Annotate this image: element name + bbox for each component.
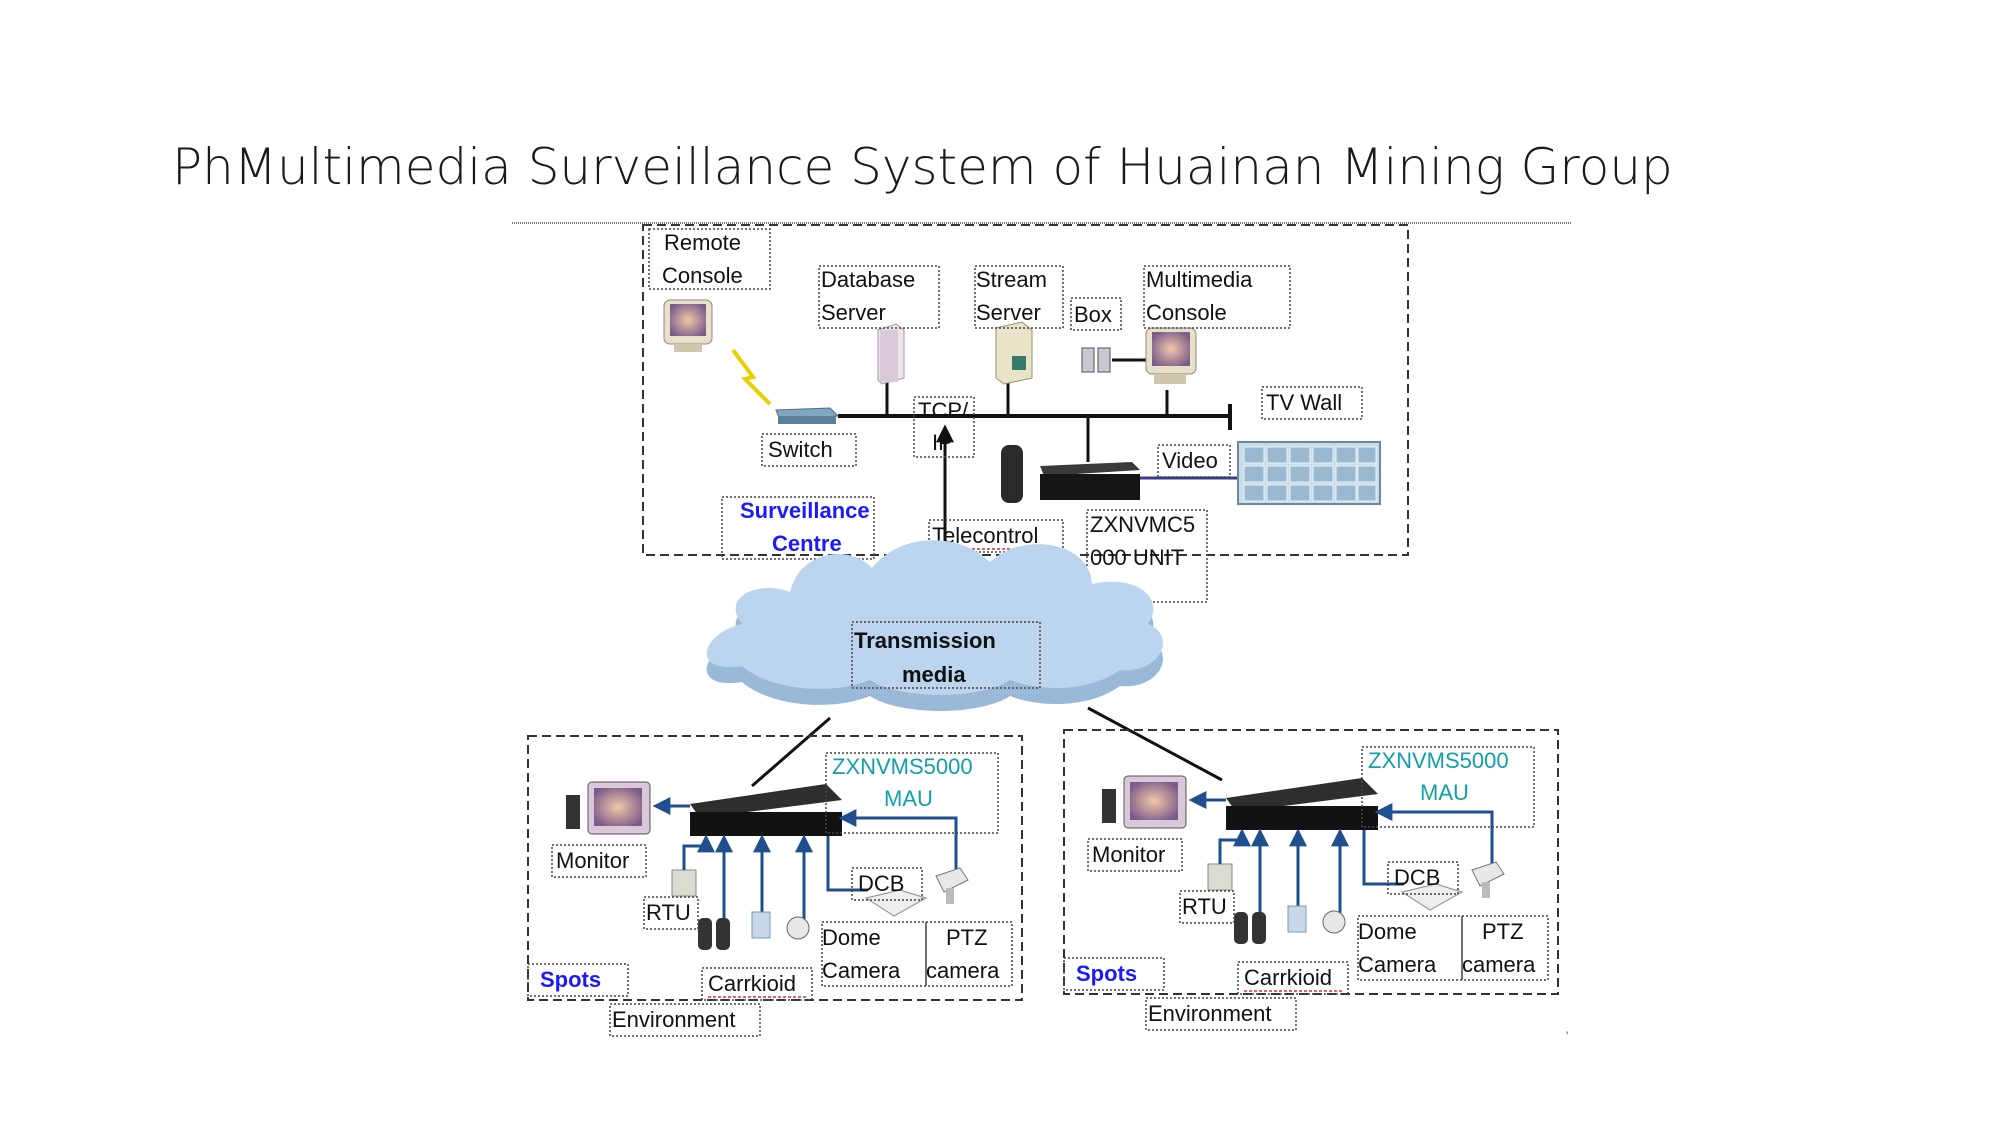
mau-recorder-icon xyxy=(1226,778,1378,830)
ptz-camera-label-1: PTZ xyxy=(946,925,988,950)
dome-camera-label-2: Camera xyxy=(822,958,901,983)
spot-region-border xyxy=(527,735,1023,1001)
dcb-label: DCB xyxy=(858,871,904,896)
ptz-camera-icon xyxy=(935,867,969,904)
dcb-label: DCB xyxy=(1394,865,1440,890)
stream-server-label-1: Stream xyxy=(976,267,1047,292)
remote-console-label-2: Console xyxy=(662,263,743,288)
tv-wall-icon xyxy=(1237,441,1381,505)
multimedia-console-icon xyxy=(1145,327,1197,384)
database-server-icon xyxy=(877,323,905,385)
mau-label-1: ZXNVMS5000 xyxy=(832,754,973,779)
ptz-camera-label-2: camera xyxy=(1462,952,1536,977)
tcp-ip-label-1: TCP/ xyxy=(918,398,969,423)
surveillance-centre-label-2: Centre xyxy=(772,531,842,556)
cloud-link-left xyxy=(751,716,831,788)
database-server-label-1: Database xyxy=(821,267,915,292)
mau-recorder-icon xyxy=(690,784,842,836)
ptz-camera-icon xyxy=(1471,861,1505,898)
switch-label: Switch xyxy=(768,437,833,462)
tv-wall-label: TV Wall xyxy=(1266,390,1342,415)
speaker-box-icon xyxy=(1081,347,1111,373)
dome-camera-label-2: Camera xyxy=(1358,952,1437,977)
spot-region-border xyxy=(1063,729,1559,995)
transmission-label-2: media xyxy=(902,662,966,687)
wireless-link-icon xyxy=(731,348,772,406)
monitor-icon xyxy=(566,781,651,835)
transmission-cloud-icon xyxy=(706,540,1163,711)
tcp-ip-label-2: IP xyxy=(932,430,953,455)
environment-label: Environment xyxy=(1148,1001,1272,1026)
multimedia-console-label-2: Console xyxy=(1146,300,1227,325)
zxnvmc-unit-label-1: ZXNVMC5 xyxy=(1090,512,1195,537)
stream-server-icon xyxy=(995,321,1033,385)
environment-sensor-icon xyxy=(1234,905,1346,944)
box-label: Box xyxy=(1074,302,1112,327)
stray-mark: ' xyxy=(1566,1029,1568,1043)
monitor-icon xyxy=(1102,775,1187,829)
carrkioid-label: Carrkioid xyxy=(1244,965,1332,990)
multimedia-console-label-1: Multimedia xyxy=(1146,267,1253,292)
mau-label-2: MAU xyxy=(884,786,933,811)
environment-label: Environment xyxy=(612,1007,736,1032)
dome-camera-label-1: Dome xyxy=(1358,919,1417,944)
remote-console-icon xyxy=(663,299,713,352)
slide-title: PhMultimedia Surveillance System of Huai… xyxy=(172,138,1673,196)
zxnvmc-unit-icon xyxy=(1040,462,1140,500)
carrkioid-label: Carrkioid xyxy=(708,971,796,996)
dome-camera-label-1: Dome xyxy=(822,925,881,950)
rtu-icon xyxy=(1207,863,1233,891)
spots-label: Spots xyxy=(540,967,601,992)
mau-label-2: MAU xyxy=(1420,780,1469,805)
ptz-camera-label-1: PTZ xyxy=(1482,919,1524,944)
transmission-label-1: Transmission xyxy=(854,628,996,653)
zxnvmc-unit-label-2: 000 UNIT xyxy=(1090,545,1184,570)
rtu-icon xyxy=(671,869,697,897)
video-label: Video xyxy=(1162,448,1218,473)
rtu-label: RTU xyxy=(1182,894,1227,919)
surveillance-centre-label-1: Surveillance xyxy=(740,498,870,523)
switch-icon xyxy=(775,407,840,424)
ptz-camera-label-2: camera xyxy=(926,958,1000,983)
rtu-label: RTU xyxy=(646,900,691,925)
telecontrol-device-icon xyxy=(1001,445,1023,503)
database-server-label-2: Server xyxy=(821,300,886,325)
mau-label-1: ZXNVMS5000 xyxy=(1368,748,1509,773)
monitor-label: Monitor xyxy=(556,848,629,873)
monitor-label: Monitor xyxy=(1092,842,1165,867)
spots-label: Spots xyxy=(1076,961,1137,986)
cloud-link-right xyxy=(1087,706,1223,782)
dome-camera-icon xyxy=(1400,883,1464,911)
dome-camera-icon xyxy=(864,889,928,917)
environment-sensor-icon xyxy=(698,911,810,950)
remote-console-label-1: Remote xyxy=(664,230,741,255)
stream-server-label-2: Server xyxy=(976,300,1041,325)
